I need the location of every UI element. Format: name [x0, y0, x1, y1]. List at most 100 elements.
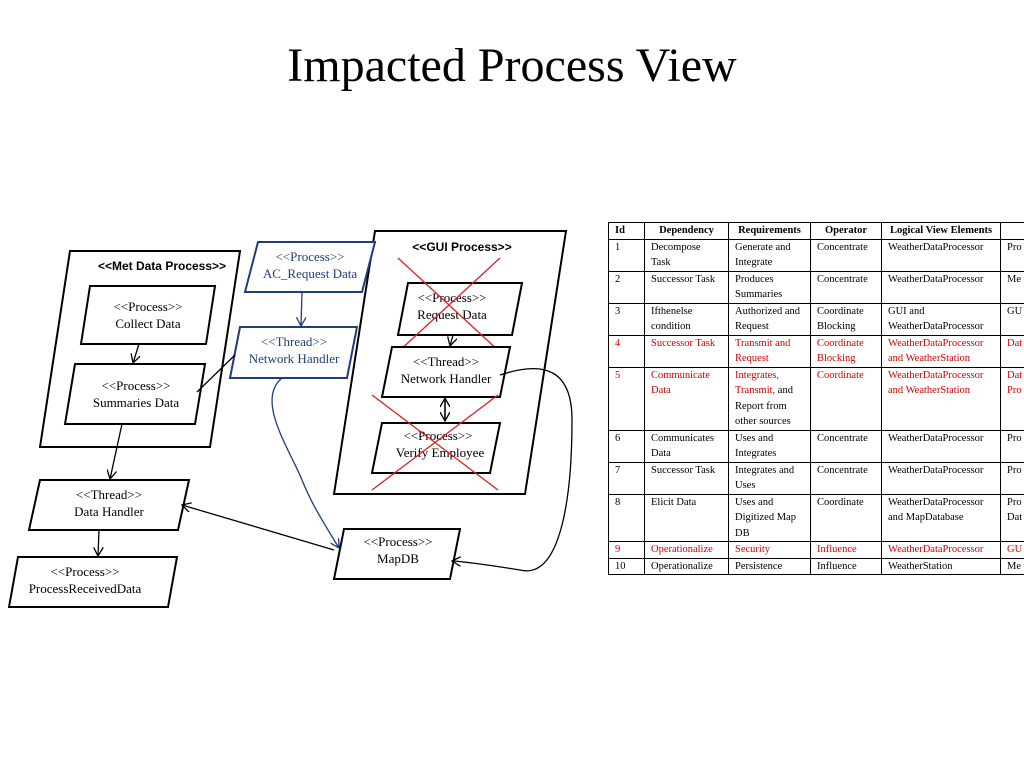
cell-extra: Dat Net Pro	[1000, 366, 1024, 431]
met-data-process-label: <<Met Data Process>>	[98, 259, 226, 273]
cell-extra: GU	[1000, 302, 1024, 336]
network-handler-left-stereotype: <<Thread>>	[261, 334, 327, 349]
gui-process-label: <<GUI Process>>	[412, 240, 511, 254]
summaries-data-name: Summaries Data	[93, 395, 180, 410]
collect-data-name: Collect Data	[115, 316, 181, 331]
cell-extra: Pro Net Dat Pro	[1000, 493, 1024, 542]
connectors	[98, 291, 573, 572]
cell-logical-view: WeatherDataProcessor	[881, 461, 1001, 495]
table-row: 2 Successor Task Produces Summaries Conc…	[608, 270, 1024, 304]
column-header-id: Id	[608, 222, 645, 240]
cell-logical-view: WeatherDataProcessor and WeatherStation	[881, 334, 1001, 368]
cell-requirements: Uses and Integrates	[728, 429, 811, 463]
mapdb-stereotype: <<Process>>	[363, 534, 432, 549]
cell-operator: Concentrate	[810, 238, 882, 272]
summaries-data-stereotype: <<Process>>	[101, 378, 170, 393]
cell-operator: Coordinate Blocking	[810, 334, 882, 368]
cell-id: 5	[608, 366, 645, 431]
cell-requirements: Transmit and Request	[728, 334, 811, 368]
ac-request-name: AC_Request Data	[263, 266, 357, 281]
connector-datahandler-received	[98, 529, 99, 556]
connector-collect-summaries	[133, 343, 139, 363]
slide-title: Impacted Process View	[287, 39, 737, 92]
process-received-data-node[interactable]: <<Process>> ProcessReceivedData	[7, 556, 179, 608]
cell-id: 8	[608, 493, 645, 542]
verify-employee-name: Verify Employee	[396, 445, 485, 460]
cell-operator: Coordinate	[810, 366, 882, 431]
column-header-operator: Operator	[810, 222, 882, 240]
collect-data-node[interactable]: <<Process>> Collect Data	[79, 285, 217, 345]
request-data-node[interactable]: <<Process>> Request Data	[396, 257, 524, 353]
mapdb-name: MapDB	[377, 551, 419, 566]
network-handler-left-node[interactable]: <<Thread>> Network Handler	[228, 326, 359, 379]
cell-requirements: Integrates, Transmit, and Report from ot…	[728, 366, 811, 431]
cell-extra: Pro	[1000, 429, 1024, 463]
verify-employee-cross-line	[371, 394, 499, 491]
cell-id: 7	[608, 461, 645, 495]
cell-logical-view: WeatherDataProcessor	[881, 429, 1001, 463]
cell-logical-view: WeatherDataProcessor	[881, 270, 1001, 304]
cell-id: 9	[608, 541, 645, 559]
cell-logical-view: WeatherDataProcessor and MapDatabase	[881, 493, 1001, 542]
cell-logical-view: GUI and WeatherDataProcessor	[881, 302, 1001, 336]
dependency-table-wrapper: Id Dependency Requirements Operator Logi…	[608, 222, 1024, 575]
cell-extra: Me	[1000, 270, 1024, 304]
table-row: 5 Communicate Data Integrates, Transmit,…	[608, 366, 1024, 431]
cell-operator: Concentrate	[810, 270, 882, 304]
table-row: 6 Communicates Data Uses and Integrates …	[608, 429, 1024, 463]
cell-dependency: Decompose Task	[644, 238, 729, 272]
column-header-extra	[1000, 222, 1024, 240]
table-row: 3 Ifthenelse condition Authorized and Re…	[608, 302, 1024, 336]
network-handler-gui-node[interactable]: <<Thread>> Network Handler	[380, 346, 512, 398]
dependency-table: Id Dependency Requirements Operator Logi…	[608, 222, 1024, 575]
request-data-name: Request Data	[417, 307, 487, 322]
connector-summaries-datahandler	[110, 423, 123, 479]
connector-summaries-network	[196, 354, 236, 393]
cell-operator: Influence	[810, 557, 882, 575]
cell-dependency: Successor Task	[644, 270, 729, 304]
mapdb-node[interactable]: <<Process>> MapDB	[332, 528, 462, 580]
cell-logical-view: WeatherDataProcessor and WeatherStation	[881, 366, 1001, 431]
cell-logical-view: WeatherDataProcessor	[881, 541, 1001, 559]
cell-dependency: Elicit Data	[644, 493, 729, 542]
table-row: 4 Successor Task Transmit and Request Co…	[608, 334, 1024, 368]
cell-dependency: Successor Task	[644, 461, 729, 495]
cell-requirements: Generate and Integrate	[728, 238, 811, 272]
process-received-name: ProcessReceivedData	[29, 581, 142, 596]
data-handler-node[interactable]: <<Thread>> Data Handler	[27, 479, 191, 531]
cell-operator: Concentrate	[810, 429, 882, 463]
cell-dependency: Operationalize	[644, 557, 729, 575]
cell-dependency: Successor Task	[644, 334, 729, 368]
request-data-stereotype: <<Process>>	[417, 290, 486, 305]
cell-logical-view: WeatherDataProcessor	[881, 238, 1001, 272]
cell-extra: Me	[1000, 557, 1024, 575]
process-diagram: <<Met Data Process>> <<GUI Process>> <<P…	[7, 230, 573, 608]
connector-request-network	[450, 334, 453, 346]
summaries-data-node[interactable]: <<Process>> Summaries Data	[63, 363, 207, 425]
cell-extra: GU Me	[1000, 541, 1024, 559]
cell-requirements-red-part: Integrates, Transmit,	[735, 369, 780, 397]
cell-dependency: Communicate Data	[644, 366, 729, 431]
cell-dependency: Ifthenelse condition	[644, 302, 729, 336]
cell-operator: Coordinate	[810, 493, 882, 542]
network-handler-gui-name: Network Handler	[401, 371, 492, 386]
cell-logical-view: WeatherStation	[881, 557, 1001, 575]
column-header-requirements: Requirements	[728, 222, 811, 240]
cell-dependency: Communicates Data	[644, 429, 729, 463]
column-header-dependency: Dependency	[644, 222, 729, 240]
collect-data-stereotype: <<Process>>	[113, 299, 182, 314]
verify-employee-node[interactable]: <<Process>> Verify Employee	[370, 394, 502, 491]
cell-id: 4	[608, 334, 645, 368]
cell-requirements: Security	[728, 541, 811, 559]
network-handler-gui-stereotype: <<Thread>>	[413, 354, 479, 369]
request-data-cross-line	[397, 257, 501, 353]
ac-request-data-node[interactable]: <<Process>> AC_Request Data	[243, 241, 377, 293]
table-row: 1 Decompose Task Generate and Integrate …	[608, 238, 1024, 272]
cell-requirements: Uses and Digitized Map DB	[728, 493, 811, 542]
cell-requirements: Integrates and Uses	[728, 461, 811, 495]
cell-id: 3	[608, 302, 645, 336]
cell-requirements-black-part: and Report from other sources	[735, 385, 793, 427]
connector-gui-network-mapdb	[452, 368, 573, 572]
table-row: 10 Operationalize Persistence Influence …	[608, 557, 1024, 575]
cell-id: 6	[608, 429, 645, 463]
